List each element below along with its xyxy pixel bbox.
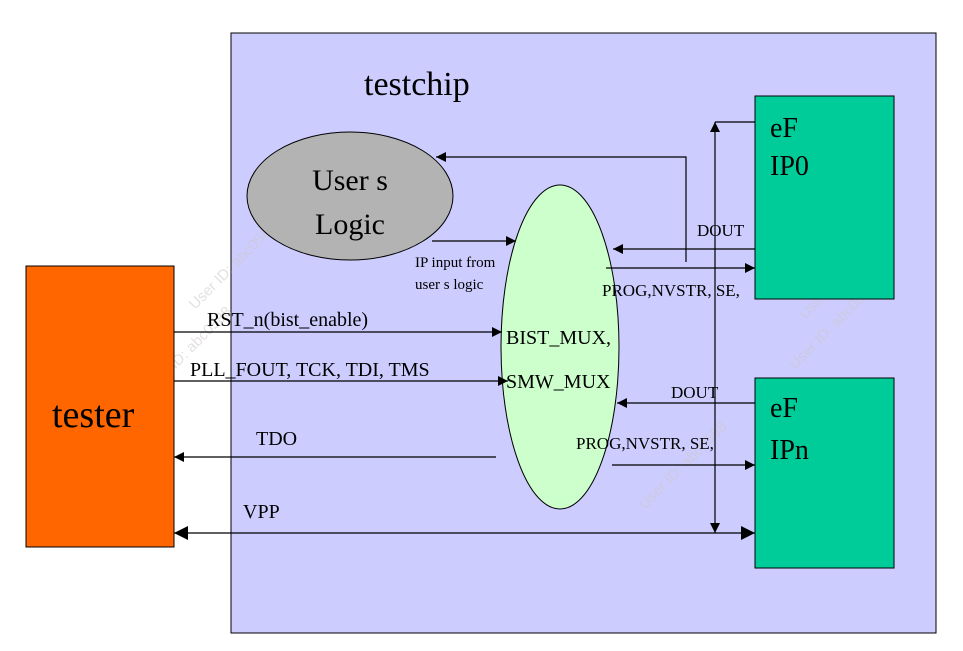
ip0-line1: eF	[770, 113, 798, 144]
ipn-line1: eF	[770, 393, 798, 424]
tester-label: tester	[52, 394, 135, 436]
mux-line1: BIST_MUX,	[506, 327, 611, 349]
doutn-label: DOUT	[671, 383, 719, 402]
progn-label: PROG,NVSTR, SE,	[576, 434, 714, 453]
ip-input-label-line2: user s logic	[415, 277, 484, 293]
ip-input-label-line1: IP input from	[415, 255, 496, 271]
ipn-line2: IPn	[770, 435, 809, 466]
prog0-label: PROG,NVSTR, SE,	[602, 281, 740, 300]
rst-label: RST_n(bist_enable)	[207, 309, 368, 331]
user-logic-line1: User s	[312, 164, 388, 197]
tdo-label: TDO	[256, 428, 297, 450]
tester-box	[25, 265, 175, 548]
mux-ellipse	[500, 184, 620, 510]
vpp-label: VPP	[243, 501, 280, 523]
ip0-line2: IP0	[770, 151, 809, 182]
ip0-box	[754, 95, 895, 300]
mux-line2: SMW_MUX	[506, 371, 611, 393]
user-logic-ellipse	[246, 131, 454, 261]
user-logic-line2: Logic	[315, 208, 385, 241]
ipn-box	[754, 377, 895, 569]
testchip-label: testchip	[364, 66, 470, 103]
dout0-label: DOUT	[697, 221, 745, 240]
user-logic-feedback-path	[436, 152, 687, 262]
pll-label: PLL_FOUT, TCK, TDI, TMS	[190, 359, 430, 381]
